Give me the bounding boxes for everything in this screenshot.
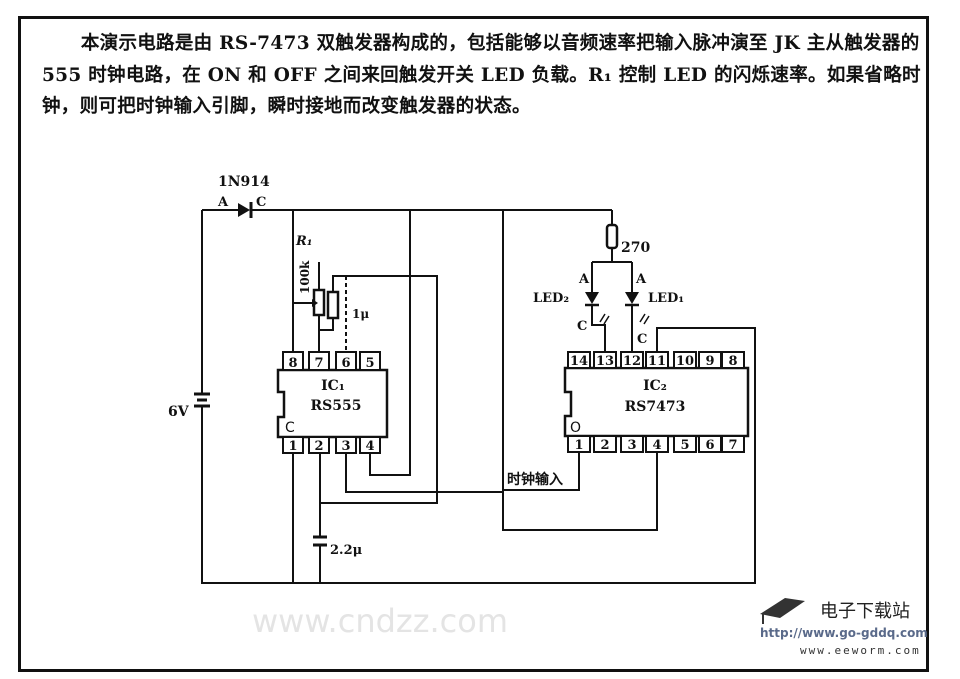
logo-url-1: http://www.go-gddq.com (760, 626, 928, 640)
ic2-pin-label: 11 (648, 354, 666, 369)
wires (201, 209, 756, 584)
ic1-pin-label: 4 (365, 439, 374, 454)
battery-label: 6V (168, 404, 190, 420)
diode-label: 1N914 (218, 174, 270, 190)
ic2-part: RS7473 (625, 399, 686, 415)
ic1-pin-1 (282, 436, 304, 454)
led2: A LED₂ C (533, 272, 610, 334)
content-frame (18, 16, 929, 672)
led1-anode-label: A (635, 272, 647, 287)
ic1-pin-label: 2 (314, 439, 323, 454)
led2-anode-label: A (578, 272, 590, 287)
ic2-pin-label: 5 (680, 438, 689, 453)
ic2-pin-label: 13 (596, 354, 614, 369)
ic1-pin-label: 5 (365, 356, 374, 371)
ic2-pin-label: 8 (728, 354, 737, 369)
logo-text: 电子下载站 (820, 601, 910, 622)
ic2-pin-14 (567, 351, 591, 369)
ic1-pin-5 (359, 351, 381, 371)
ic2-pin-11 (645, 351, 669, 369)
ic2-pin-4 (645, 435, 669, 453)
ic1-name: IC₁ (321, 378, 345, 394)
ic2-pin-2 (593, 435, 617, 453)
ic2-pin-label: 14 (570, 354, 588, 369)
cap2-label: 2.2μ (330, 543, 363, 558)
r1-potentiometer: R₁ 100k (295, 234, 326, 317)
resistor-270: 270 (605, 223, 650, 256)
description-text: 本演示电路是由 RS-7473 双触发器构成的，包括能够以音频速率把输入脉冲演至… (42, 33, 921, 117)
watermark: www.cndzz.com (252, 602, 508, 640)
r1-value: 100k (298, 260, 312, 294)
ic2-pin-8 (721, 351, 745, 369)
ic2-pin-13 (593, 351, 617, 369)
ic1-pin-label: 1 (288, 439, 297, 454)
ic2-pin-label: 9 (705, 354, 714, 369)
led1-label: LED₁ (648, 291, 684, 306)
graduation-cap-icon (760, 598, 805, 624)
ic1-part: RS555 (311, 398, 362, 414)
resistor-label: 270 (621, 240, 650, 256)
ic2-name: IC₂ (643, 378, 667, 394)
led2-label: LED₂ (533, 291, 569, 306)
ic2-pin-12 (620, 351, 644, 369)
led1-cathode-label: C (637, 332, 647, 347)
ic2-pin-label: 7 (728, 438, 737, 453)
ic1-pin-label: 7 (314, 356, 323, 371)
ic2-pin-7 (721, 435, 745, 453)
site-logo: 电子下载站 http://www.go-gddq.com www.eeworm.… (740, 598, 960, 679)
ic1-pin-8 (282, 351, 304, 371)
ic1-pin-label: 3 (341, 439, 350, 454)
capacitor-1u: 1μ (326, 290, 369, 321)
ic2-pin-label: 2 (600, 438, 609, 453)
ic2-pin-label: 12 (623, 354, 641, 369)
cap1-label: 1μ (352, 307, 369, 321)
ic2-pin-label: 6 (705, 438, 714, 453)
ic2-pin-label: 1 (574, 438, 583, 453)
ic1-notch-label: C (285, 420, 295, 436)
ic1-pin-3 (335, 436, 357, 454)
ic1-pin-label: 8 (288, 356, 297, 371)
led1: A LED₁ C (625, 272, 684, 347)
ic2-pin-10 (673, 351, 697, 369)
capacitor-2u2: 2.2μ (313, 535, 363, 558)
ic1-pin-4 (359, 436, 381, 454)
diode-1n914: 1N914 A C (217, 174, 270, 218)
ic2-pin-5 (673, 435, 697, 453)
battery: 6V (168, 392, 210, 420)
led2-cathode-label: C (577, 319, 587, 334)
ic1-pin-6 (335, 351, 357, 371)
diode-cathode-label: C (256, 195, 266, 210)
ic1-pin-7 (308, 351, 330, 371)
ic2-pin-label: 3 (627, 438, 636, 453)
ic2-pin-3 (620, 435, 644, 453)
ic2-pin-label: 10 (676, 354, 694, 369)
ic2-pin-1 (567, 435, 591, 453)
clock-input-label: 时钟输入 (507, 471, 563, 488)
ic1-pin-2 (308, 436, 330, 454)
ic1-pin-label: 6 (341, 356, 350, 371)
logo-url-2: www.eeworm.com (800, 644, 921, 657)
ic2-notch-label: O (570, 420, 581, 436)
r1-label: R₁ (295, 234, 313, 249)
ic2-pin-label: 4 (652, 438, 661, 453)
diode-anode-label: A (217, 195, 229, 210)
description-paragraph: 本演示电路是由 RS-7473 双触发器构成的，包括能够以音频速率把输入脉冲演至… (42, 28, 922, 123)
